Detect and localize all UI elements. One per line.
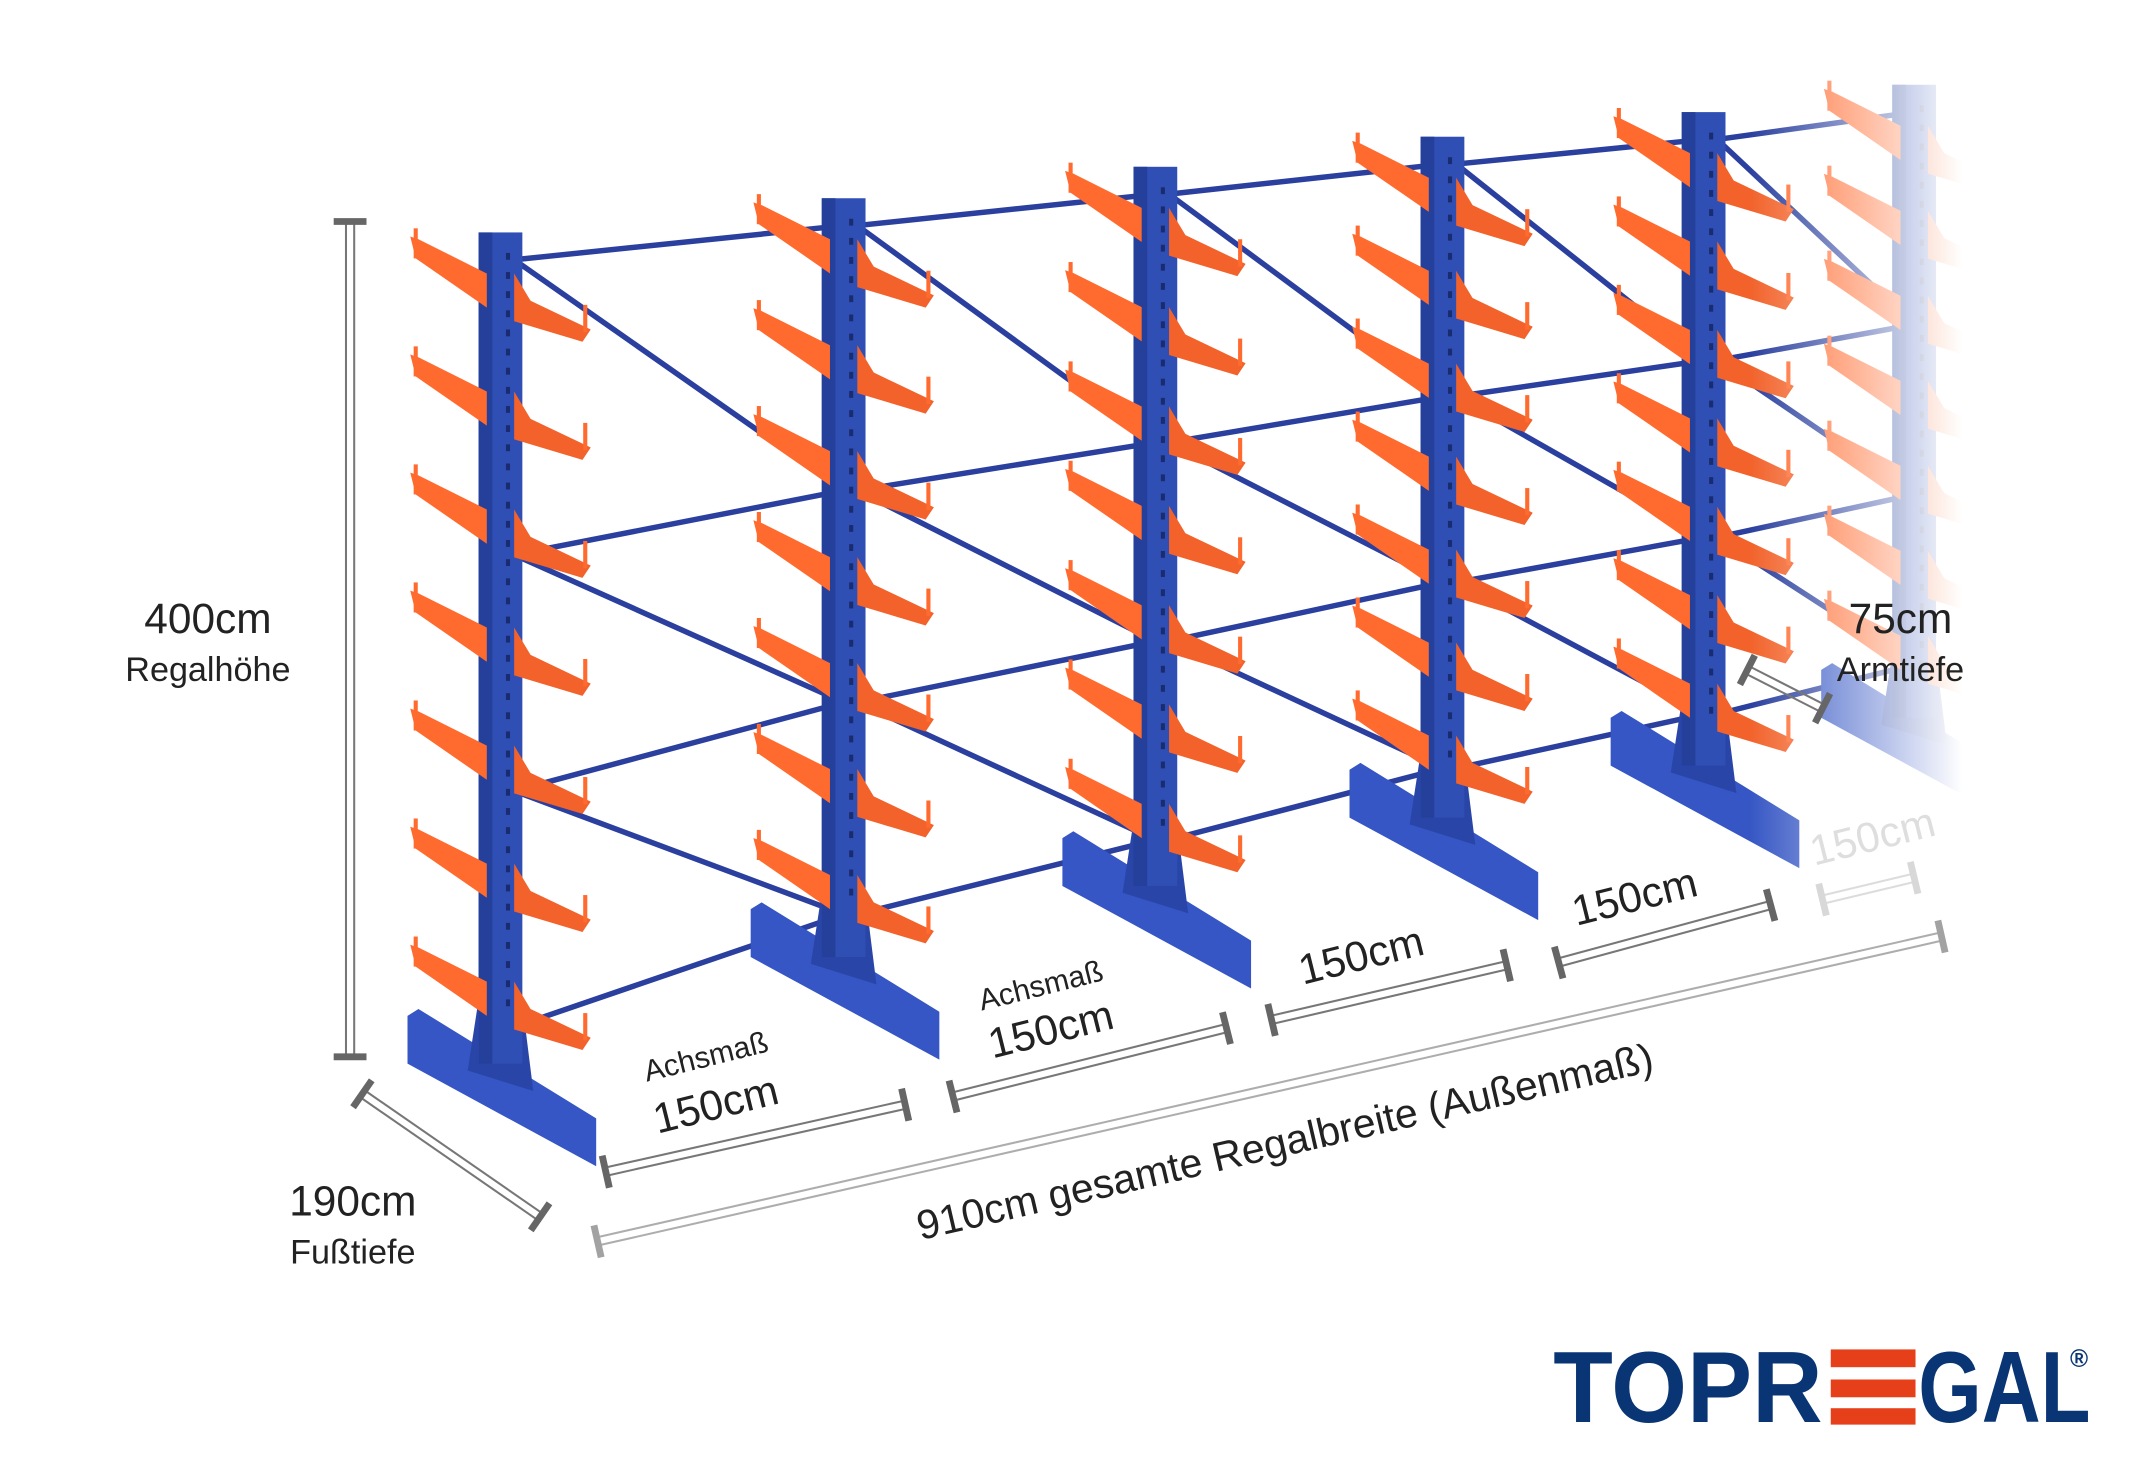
dimension-tick — [1934, 919, 1949, 954]
bay3-dimension — [1264, 948, 1514, 1037]
dimension-tick — [1815, 882, 1830, 917]
dimension-rail — [953, 1031, 1228, 1102]
dimension-rail — [364, 1089, 544, 1215]
dimension-rail — [1745, 672, 1822, 713]
base-foot — [407, 1008, 597, 1167]
bay2-dimension — [945, 1011, 1234, 1114]
topregal-logo: TOPR GAL ® — [1553, 1331, 2090, 1444]
foot-depth-value: 190cm — [289, 1177, 416, 1224]
foot-depth-dimension — [350, 1078, 553, 1233]
dimension-tick — [598, 1154, 613, 1189]
dimension-tick — [1264, 1003, 1279, 1037]
dimension-tick — [898, 1087, 913, 1122]
dimension-tick — [945, 1079, 961, 1114]
dimension-rail — [596, 931, 1941, 1239]
height-label: Regalhöhe — [125, 651, 290, 689]
bay4-dimension — [1551, 888, 1779, 980]
logo-registered: ® — [2070, 1346, 2088, 1373]
logo-part1: TOPR — [1553, 1331, 1822, 1444]
dimension-rail — [1559, 908, 1772, 968]
dimension-tick — [1763, 888, 1779, 922]
dimension-rail — [951, 1023, 1226, 1094]
dimension-tick — [1907, 860, 1922, 895]
dimension-tick — [1219, 1011, 1234, 1045]
total-width-dimension — [590, 919, 1949, 1259]
dimension-rail — [359, 1096, 539, 1222]
arm-depth-dimension — [1736, 653, 1834, 725]
dimension-tick — [350, 1078, 375, 1110]
dimension-rail — [1821, 872, 1914, 897]
dimension-rail — [1270, 960, 1507, 1017]
dimension-tick — [1499, 948, 1514, 982]
logo-e-bar — [1830, 1408, 1916, 1425]
dimension-tick — [590, 1224, 605, 1259]
dimension-rail — [598, 939, 1943, 1247]
dimension-tick — [1812, 692, 1834, 725]
dimension-tick — [1551, 945, 1567, 980]
bay5-dimension — [1815, 860, 1922, 917]
total-width: 910cm gesamte Regalbreite (Außenmaß) — [912, 1034, 1657, 1248]
dimension-rail — [606, 1107, 907, 1177]
dimension-tick — [1736, 653, 1758, 687]
arm-depth-value: 75cm — [1849, 595, 1953, 642]
height-value: 400cm — [144, 595, 271, 642]
bay1-dimension — [598, 1087, 913, 1189]
dimension-rail — [1272, 968, 1508, 1025]
dimension-rail — [1748, 665, 1825, 706]
dimension-lines — [333, 218, 1949, 1259]
logo-part2: GAL — [1918, 1331, 2090, 1444]
logo-e-bar — [1830, 1349, 1916, 1368]
dimension-rail — [604, 1099, 905, 1169]
dimension-rail — [1823, 880, 1916, 905]
height-dimension — [333, 218, 367, 1061]
logo-e-bar — [1830, 1379, 1916, 1398]
dimension-tick — [527, 1201, 553, 1233]
fade-overlay — [0, 0, 2133, 1040]
dimension-rail — [1557, 900, 1770, 960]
foot-depth-label: Fußtiefe — [290, 1233, 415, 1271]
arm-depth-label: Armtiefe — [1837, 651, 1964, 689]
